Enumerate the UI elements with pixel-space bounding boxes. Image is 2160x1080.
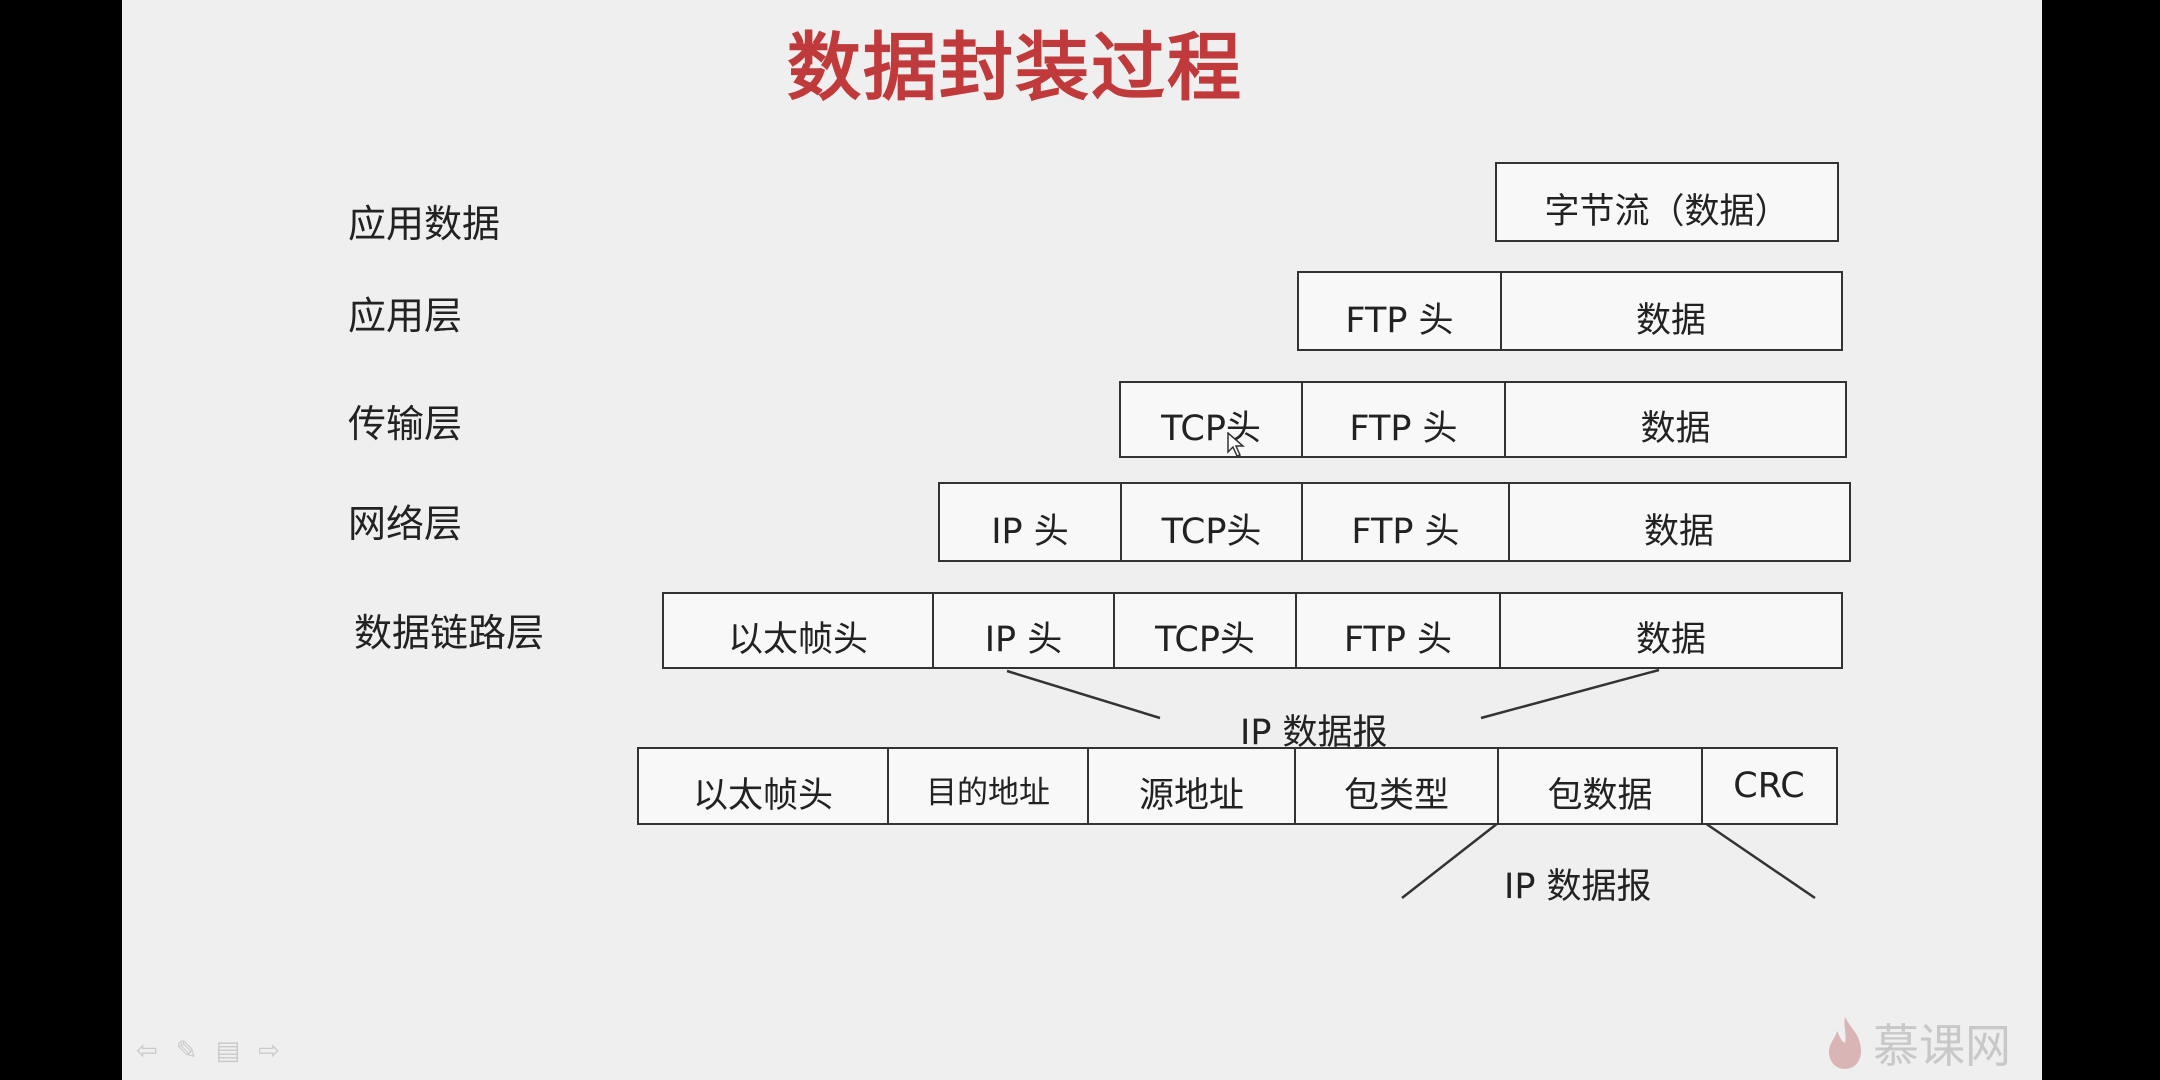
cell-data: 数据: [1499, 592, 1843, 669]
cell-ethernet-header: 以太帧头: [637, 747, 889, 825]
row-ethernet-frame: 以太帧头 目的地址 源地址 包类型 包数据 CRC: [637, 747, 1838, 825]
watermark-logo: 慕课网: [1825, 1010, 2011, 1076]
row-application: FTP 头 数据: [1297, 271, 1843, 351]
cell-ftp-header: FTP 头: [1301, 482, 1510, 562]
cell-packet-data: 包数据: [1497, 747, 1703, 825]
layer-label-app-data: 应用数据: [348, 202, 501, 246]
cell-data: 数据: [1499, 271, 1843, 351]
cell-tcp-header: TCP头: [1113, 592, 1297, 669]
cell-packet-type: 包类型: [1293, 747, 1500, 825]
connector-lines: [1006, 668, 1816, 900]
cell-tcp-header: TCP头: [1119, 482, 1304, 562]
cell-ftp-header: FTP 头: [1294, 592, 1502, 669]
cell-ip-header: IP 头: [938, 482, 1122, 562]
slide: 数据封装过程 应用数据 应用层 传输层 网络层 数据链路层 字节流（数据） FT…: [122, 0, 2042, 1080]
mouse-cursor-icon: [1227, 432, 1245, 457]
caption-ip-datagram-bottom: IP 数据报: [1504, 867, 1652, 907]
connector-line: [1006, 669, 1161, 720]
row-app-data: 字节流（数据）: [1495, 162, 1839, 242]
row-transport: TCP头 FTP 头 数据: [1119, 381, 1847, 458]
cell-crc: CRC: [1700, 747, 1838, 825]
next-arrow-icon[interactable]: ⇨: [258, 1036, 280, 1066]
cell-ftp-header: FTP 头: [1300, 381, 1507, 458]
layer-label-application: 应用层: [348, 294, 463, 338]
cell-data: 数据: [1504, 381, 1847, 458]
layer-label-datalink: 数据链路层: [354, 611, 545, 655]
menu-icon[interactable]: ▤: [215, 1036, 241, 1066]
cell-byte-stream: 字节流（数据）: [1495, 162, 1839, 242]
row-datalink: 以太帧头 IP 头 TCP头 FTP 头 数据: [662, 592, 1843, 669]
cell-data: 数据: [1507, 482, 1851, 562]
layer-label-network: 网络层: [348, 502, 463, 546]
slide-title: 数据封装过程: [787, 25, 1243, 111]
prev-arrow-icon[interactable]: ⇦: [136, 1036, 158, 1066]
pen-icon[interactable]: ✎: [175, 1036, 198, 1066]
cell-destination-address: 目的地址: [886, 747, 1090, 825]
row-network: IP 头 TCP头 FTP 头 数据: [938, 482, 1851, 562]
cell-source-address: 源地址: [1087, 747, 1296, 825]
connector-line: [1704, 821, 1816, 900]
cell-ip-header: IP 头: [931, 592, 1116, 669]
caption-ip-datagram-top: IP 数据报: [1240, 713, 1388, 753]
connector-line: [1480, 668, 1660, 720]
flame-icon: [1829, 1017, 1861, 1069]
slide-nav: ⇦ ✎ ▤ ⇨: [136, 1036, 280, 1066]
layer-label-transport: 传输层: [348, 402, 463, 446]
logo-text: 慕课网: [1873, 1019, 2011, 1073]
cell-tcp-header: TCP头: [1119, 381, 1303, 458]
connector-line: [1401, 822, 1499, 899]
